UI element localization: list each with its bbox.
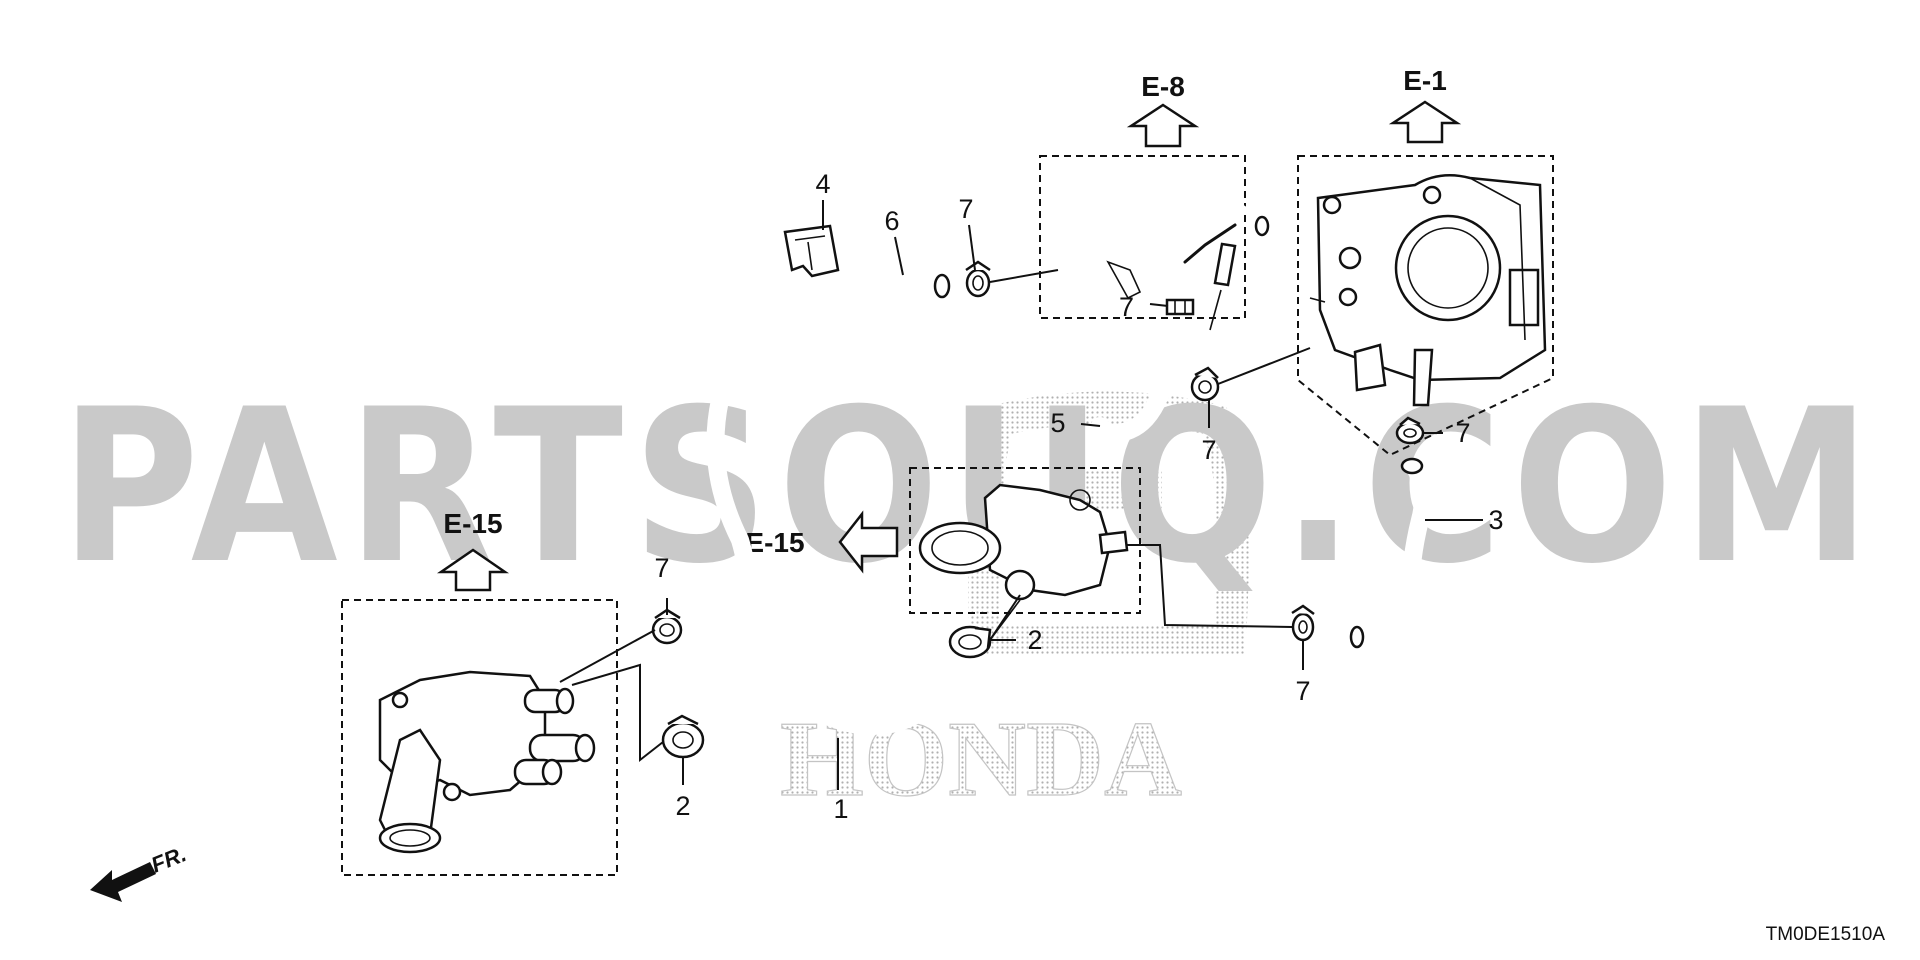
left-arrow-icon: [838, 510, 899, 574]
bypass-pipe-e8: [1054, 199, 1270, 331]
callout-7-left: 7: [654, 553, 669, 583]
callout-7-mid: 7: [1119, 292, 1134, 322]
callout-7-clamp: 7: [1201, 435, 1216, 465]
hose-5: [1091, 365, 1176, 443]
thermostat-housing-e15-left: [378, 670, 596, 854]
clamp-part-2-left: [661, 714, 705, 759]
hose-3: [1349, 457, 1433, 649]
callout-6: 6: [884, 206, 899, 236]
up-arrow-icon: [1126, 103, 1200, 148]
hose-6: [693, 273, 951, 627]
callout-7-right: 7: [1455, 418, 1470, 448]
callout-2-center: 2: [1027, 625, 1042, 655]
clamp-part-7-mid: [1165, 298, 1195, 316]
clamp-part-2-center: [948, 625, 992, 659]
clamp-part-7-hose5: [1190, 366, 1220, 402]
diagram-part-code: TM0DE1510A: [1766, 924, 1886, 945]
reference-e8: E-8: [1126, 71, 1200, 148]
e8-group-box: [1039, 155, 1246, 319]
callout-leaders: [666, 200, 1483, 790]
e15-left-group-box: [341, 599, 618, 876]
e1-group-box: [1297, 155, 1554, 457]
water-outlet-e15-center: [918, 483, 1129, 641]
e15-center-group-box: [909, 467, 1141, 614]
clamp-part-7-right: [1395, 416, 1425, 445]
callout-1: 1: [833, 794, 848, 824]
throttle-body-e1: [1309, 173, 1547, 407]
connection-lines: [559, 269, 1311, 763]
callout-7-bottom: 7: [1295, 676, 1310, 706]
reference-e15-left: E-15: [436, 508, 510, 592]
front-indicator: FR.: [90, 841, 190, 902]
up-arrow-icon: [1388, 100, 1462, 144]
reference-e1-label: E-1: [1403, 65, 1447, 96]
clamp-part-7-bottom: [1291, 604, 1315, 642]
callout-5: 5: [1050, 408, 1065, 438]
hose-1: [719, 669, 966, 741]
reference-e15-center-label: E-15: [745, 527, 804, 558]
clamp-part-7-top: [965, 260, 991, 298]
clip-part-4: [783, 224, 840, 278]
reference-e15-center: E-15: [745, 510, 899, 574]
callout-2-left: 2: [675, 791, 690, 821]
up-arrow-icon: [436, 548, 510, 592]
reference-e1: E-1: [1388, 65, 1462, 144]
callout-3: 3: [1488, 505, 1503, 535]
callout-4: 4: [815, 169, 830, 199]
callout-7-top: 7: [958, 194, 973, 224]
front-label: FR.: [148, 841, 190, 877]
front-arrow-icon: [90, 862, 156, 902]
reference-e8-label: E-8: [1141, 71, 1185, 102]
reference-e15-left-label: E-15: [443, 508, 502, 539]
